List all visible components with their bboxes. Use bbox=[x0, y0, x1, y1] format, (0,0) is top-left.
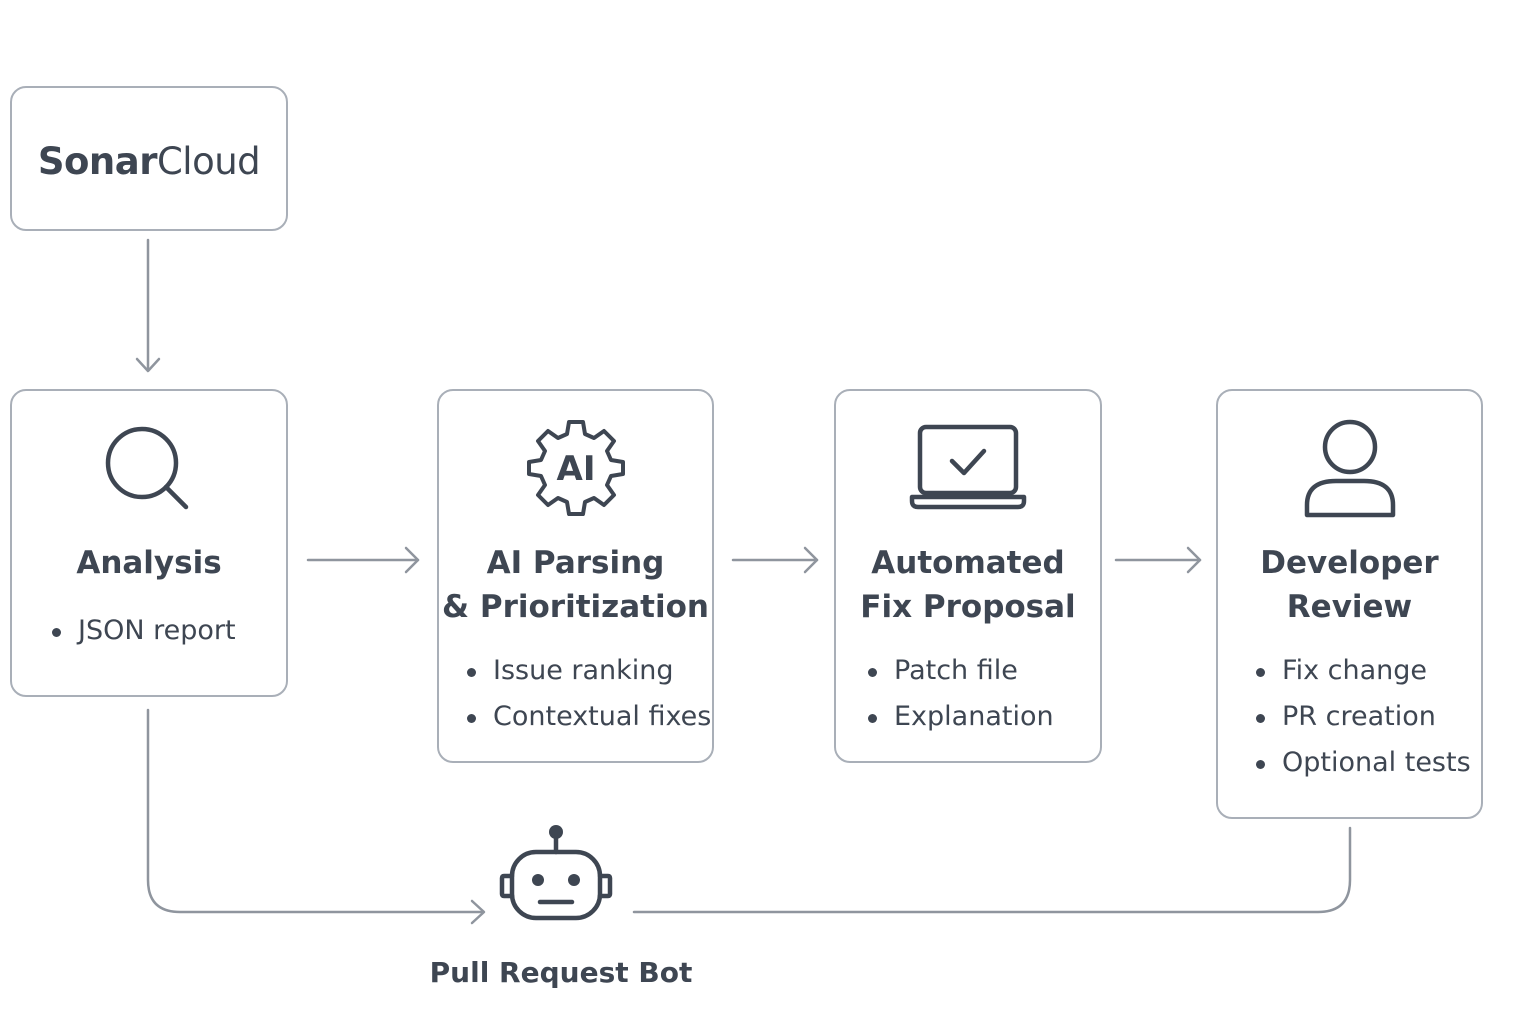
analysis-title: Analysis bbox=[12, 541, 286, 585]
developer-review-title-line: Review bbox=[1286, 589, 1413, 625]
line-analysis-to-bot bbox=[146, 708, 484, 914]
arrowhead-down bbox=[135, 357, 161, 373]
ai-parsing-title: AI Parsing & Prioritization bbox=[439, 541, 712, 629]
robot-icon bbox=[499, 825, 613, 921]
fix-proposal-box: Automated Fix Proposal Patch file Explan… bbox=[834, 389, 1102, 763]
developer-review-bullets: Fix change PR creation Optional tests bbox=[1256, 648, 1471, 786]
list-item: Fix change bbox=[1256, 648, 1471, 694]
list-item: JSON report bbox=[52, 608, 236, 654]
bullet-dot bbox=[868, 668, 877, 677]
gear-ai-text: AI bbox=[556, 449, 595, 489]
fix-proposal-title: Automated Fix Proposal bbox=[836, 541, 1100, 629]
ai-parsing-title-line: & Prioritization bbox=[442, 589, 709, 625]
list-item: Contextual fixes bbox=[467, 694, 711, 740]
developer-review-box: Developer Review Fix change PR creation … bbox=[1216, 389, 1483, 819]
ai-parsing-title-line: AI Parsing bbox=[486, 545, 665, 581]
bullet-dot bbox=[52, 628, 61, 637]
list-item: Explanation bbox=[868, 694, 1054, 740]
sonarcloud-logo: SonarCloud bbox=[12, 140, 286, 183]
gear-ai-icon: AI bbox=[526, 420, 625, 516]
arrowhead-right-3 bbox=[1186, 546, 1202, 574]
bullet-dot bbox=[868, 714, 877, 723]
line-review-to-bot bbox=[632, 826, 1352, 914]
bullet-text: Explanation bbox=[894, 701, 1054, 732]
arrowhead-right-2 bbox=[803, 546, 819, 574]
developer-review-title: Developer Review bbox=[1218, 541, 1481, 629]
sonarcloud-box: SonarCloud bbox=[10, 86, 288, 231]
bullet-text: Patch file bbox=[894, 655, 1018, 686]
bullet-text: Optional tests bbox=[1282, 747, 1471, 778]
bullet-dot bbox=[1256, 714, 1265, 723]
arrowhead-to-bot bbox=[470, 899, 486, 925]
list-item: Issue ranking bbox=[467, 648, 711, 694]
bullet-text: Contextual fixes bbox=[493, 701, 712, 732]
bullet-dot bbox=[467, 714, 476, 723]
fix-proposal-title-line: Fix Proposal bbox=[860, 589, 1076, 625]
bullet-text: Fix change bbox=[1282, 655, 1427, 686]
analysis-title-line: Analysis bbox=[76, 545, 222, 581]
arrowhead-right-1 bbox=[404, 546, 420, 574]
user-icon bbox=[1304, 419, 1395, 518]
analysis-bullets: JSON report bbox=[52, 608, 236, 654]
bullet-dot bbox=[1256, 668, 1265, 677]
magnifier-icon bbox=[105, 426, 189, 510]
brand-strong: Sonar bbox=[37, 140, 158, 183]
ai-parsing-box: AI AI Parsing & Prioritization Issue ran… bbox=[437, 389, 714, 763]
ai-parsing-bullets: Issue ranking Contextual fixes bbox=[467, 648, 711, 740]
bullet-text: Issue ranking bbox=[493, 655, 674, 686]
bullet-dot bbox=[1256, 760, 1265, 769]
fix-proposal-title-line: Automated bbox=[871, 545, 1065, 581]
list-item: Optional tests bbox=[1256, 740, 1471, 786]
bullet-dot bbox=[467, 668, 476, 677]
laptop-check-icon bbox=[909, 424, 1027, 510]
fix-proposal-bullets: Patch file Explanation bbox=[868, 648, 1054, 740]
list-item: PR creation bbox=[1256, 694, 1471, 740]
bullet-text: PR creation bbox=[1282, 701, 1436, 732]
analysis-box: Analysis JSON report bbox=[10, 389, 288, 697]
pull-request-bot-label: Pull Request Bot bbox=[429, 956, 693, 989]
brand-light: Cloud bbox=[156, 140, 261, 183]
bullet-text: JSON report bbox=[78, 615, 236, 646]
list-item: Patch file bbox=[868, 648, 1054, 694]
developer-review-title-line: Developer bbox=[1260, 545, 1439, 581]
